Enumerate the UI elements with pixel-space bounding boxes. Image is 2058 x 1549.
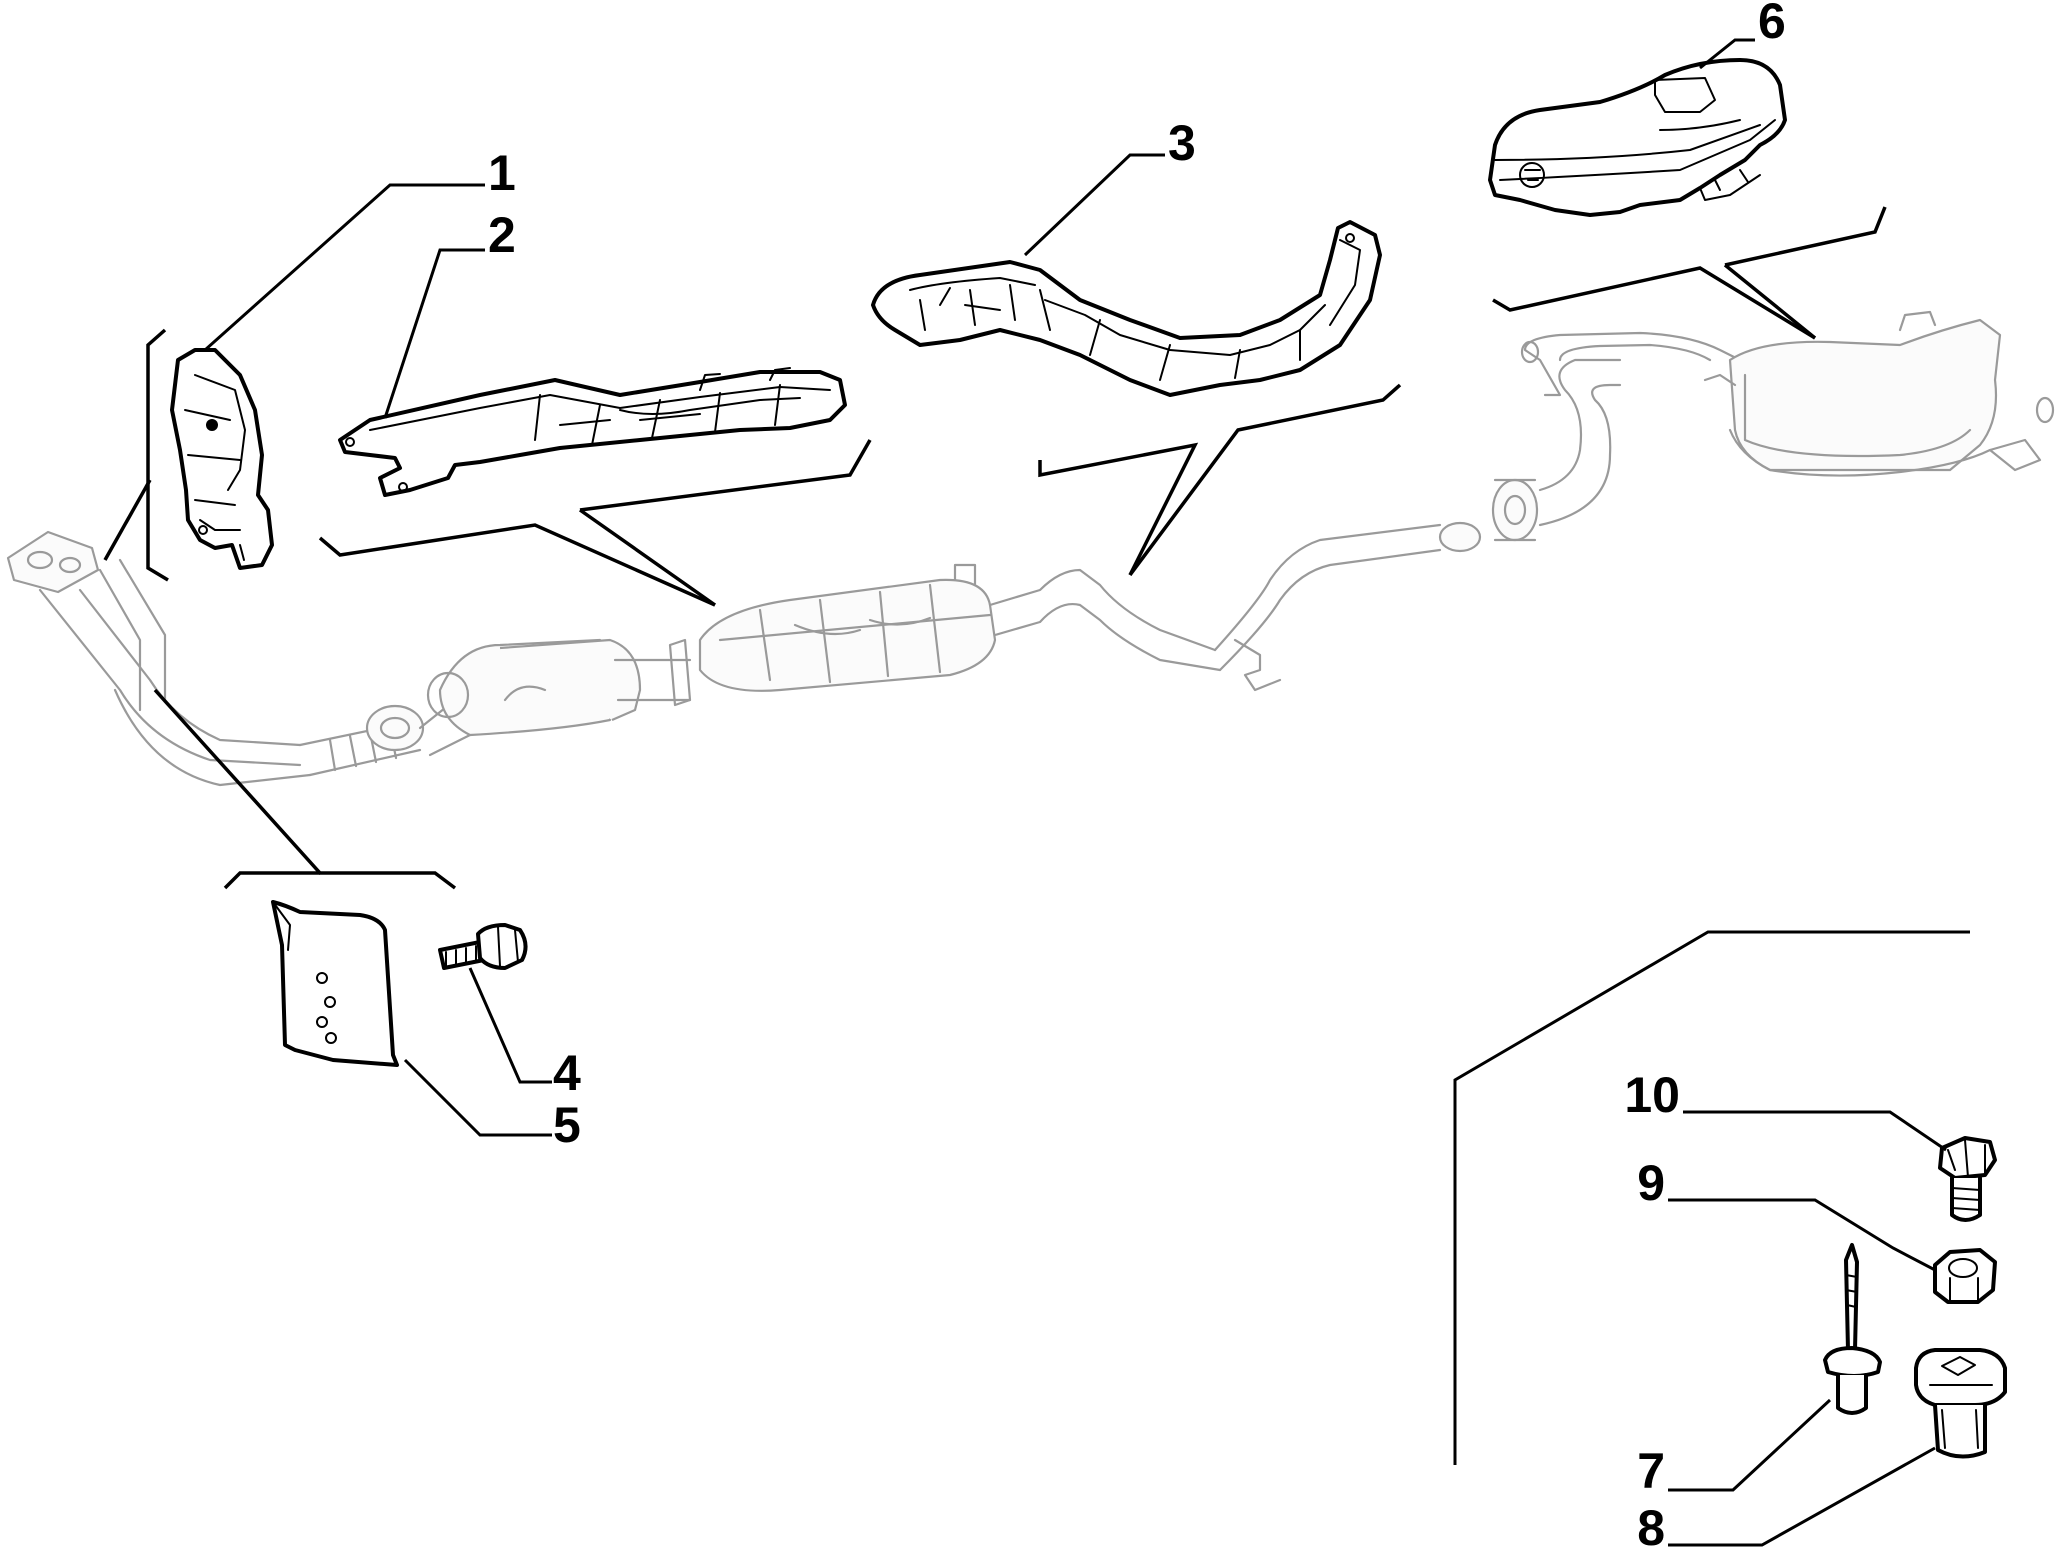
callout-7: 7 <box>1637 1443 1665 1499</box>
group-brackets <box>103 206 1887 890</box>
fastener-detail-box <box>1453 930 1970 1465</box>
bolt-icon <box>438 923 528 970</box>
leader-lines <box>204 38 1947 1547</box>
callout-8: 8 <box>1637 1500 1665 1549</box>
exhaust-system-icon <box>6 310 2055 787</box>
heat-shield-icon <box>871 220 1382 397</box>
callout-2: 2 <box>488 207 516 263</box>
callout-9: 9 <box>1637 1155 1665 1211</box>
screw-icon <box>1938 1136 1997 1222</box>
callout-4: 4 <box>553 1045 581 1101</box>
callout-5: 5 <box>553 1097 581 1153</box>
heat-shield-icon <box>170 348 274 570</box>
rivet-icon <box>1823 1243 1882 1415</box>
callout-6: 6 <box>1758 0 1786 49</box>
clip-nut-icon <box>1914 1348 2007 1459</box>
plate-icon <box>271 900 399 1067</box>
callout-3: 3 <box>1168 115 1196 171</box>
callout-10: 10 <box>1624 1067 1680 1123</box>
heat-shield-icon <box>338 367 847 497</box>
heat-shield-icon <box>1488 58 1787 217</box>
nut-icon <box>1933 1248 1997 1304</box>
callout-1: 1 <box>488 145 516 201</box>
